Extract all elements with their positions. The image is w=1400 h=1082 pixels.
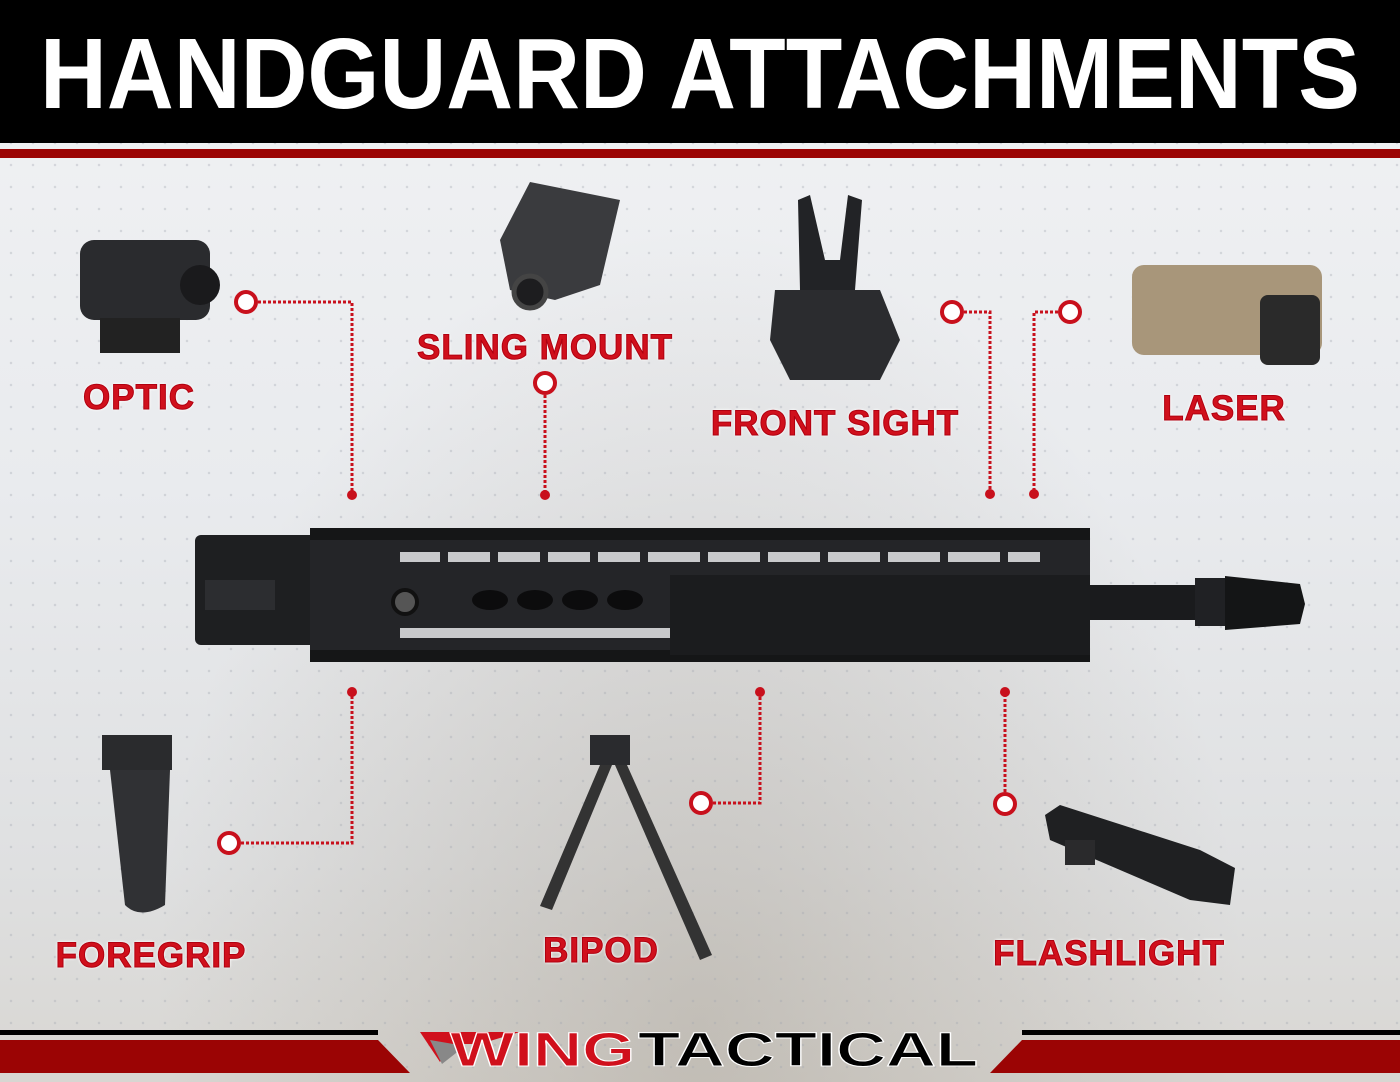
- marker-dot-flashlight: [1000, 687, 1010, 697]
- marker-dot-front-sight: [985, 489, 995, 499]
- marker-ring-front-sight: [940, 300, 964, 324]
- header-banner: HANDGUARD ATTACHMENTS: [0, 0, 1400, 143]
- connector-foregrip: [241, 692, 354, 845]
- label-foregrip: FOREGRIP: [55, 936, 247, 976]
- header-red-band: [0, 149, 1400, 158]
- marker-dot-bipod: [755, 687, 765, 697]
- label-sling-mount: SLING MOUNT: [417, 328, 673, 368]
- label-front-sight: FRONT SIGHT: [710, 404, 960, 444]
- laser-image: [1132, 265, 1322, 365]
- label-flashlight: FLASHLIGHT: [993, 934, 1225, 974]
- connector-front-sight: [964, 310, 992, 494]
- wing-icon: [420, 1032, 520, 1062]
- flashlight-image: [1045, 805, 1235, 905]
- marker-ring-laser: [1058, 300, 1082, 324]
- marker-ring-optic: [234, 290, 258, 314]
- front-sight-image: [770, 195, 900, 380]
- footer-bands: [0, 1030, 1400, 1073]
- optic-image: [80, 240, 220, 353]
- connectors: [241, 300, 1058, 845]
- foregrip-image: [102, 735, 172, 913]
- marker-dot-laser: [1029, 489, 1039, 499]
- label-optic: OPTIC: [83, 378, 195, 418]
- marker-ring-flashlight: [993, 792, 1017, 816]
- marker-ring-foregrip: [217, 831, 241, 855]
- page-title: HANDGUARD ATTACHMENTS: [40, 18, 1360, 130]
- logo-tactical: TACTICAL: [638, 1024, 978, 1072]
- label-laser: LASER: [1162, 389, 1286, 429]
- connector-optic: [258, 300, 354, 495]
- marker-dot-optic: [347, 490, 357, 500]
- rifle-upper-receiver: [195, 528, 1305, 662]
- bipod-image: [540, 735, 712, 960]
- marker-ring-sling-mount: [533, 371, 557, 395]
- marker-ring-bipod: [689, 791, 713, 815]
- marker-dot-sling-mount: [540, 490, 550, 500]
- sling-mount-image: [500, 182, 620, 311]
- marker-dot-foregrip: [347, 687, 357, 697]
- connector-laser: [1032, 310, 1058, 494]
- connector-bipod: [713, 692, 762, 805]
- label-bipod: BIPOD: [543, 931, 659, 971]
- wingtactical-logo: WING TACTICAL: [420, 1024, 979, 1072]
- logo-wing: WING: [450, 1024, 635, 1072]
